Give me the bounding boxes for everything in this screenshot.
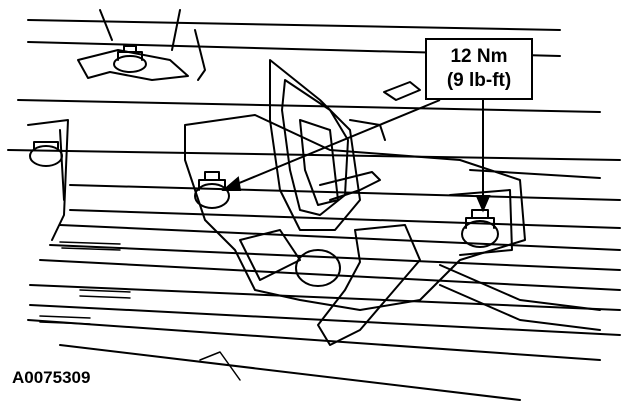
- figure-id: A0075309: [12, 368, 91, 387]
- latch-bolt-left-icon: [194, 171, 230, 209]
- hood-clip: [383, 81, 421, 101]
- torque-metric: 12 Nm: [450, 46, 508, 67]
- left-bolt-icon: [29, 141, 63, 167]
- torque-callout: 12 Nm (9 lb-ft): [425, 38, 533, 100]
- upper-bolt-icon: [113, 45, 147, 73]
- leader-arrows: [221, 99, 491, 213]
- release-lever: [295, 224, 601, 346]
- latch-bolt-right-icon: [461, 209, 499, 248]
- rib-marks: [39, 241, 241, 381]
- left-support: [27, 119, 69, 241]
- torque-imperial: (9 lb-ft): [446, 70, 512, 91]
- hood-latch-assembly: [184, 59, 526, 311]
